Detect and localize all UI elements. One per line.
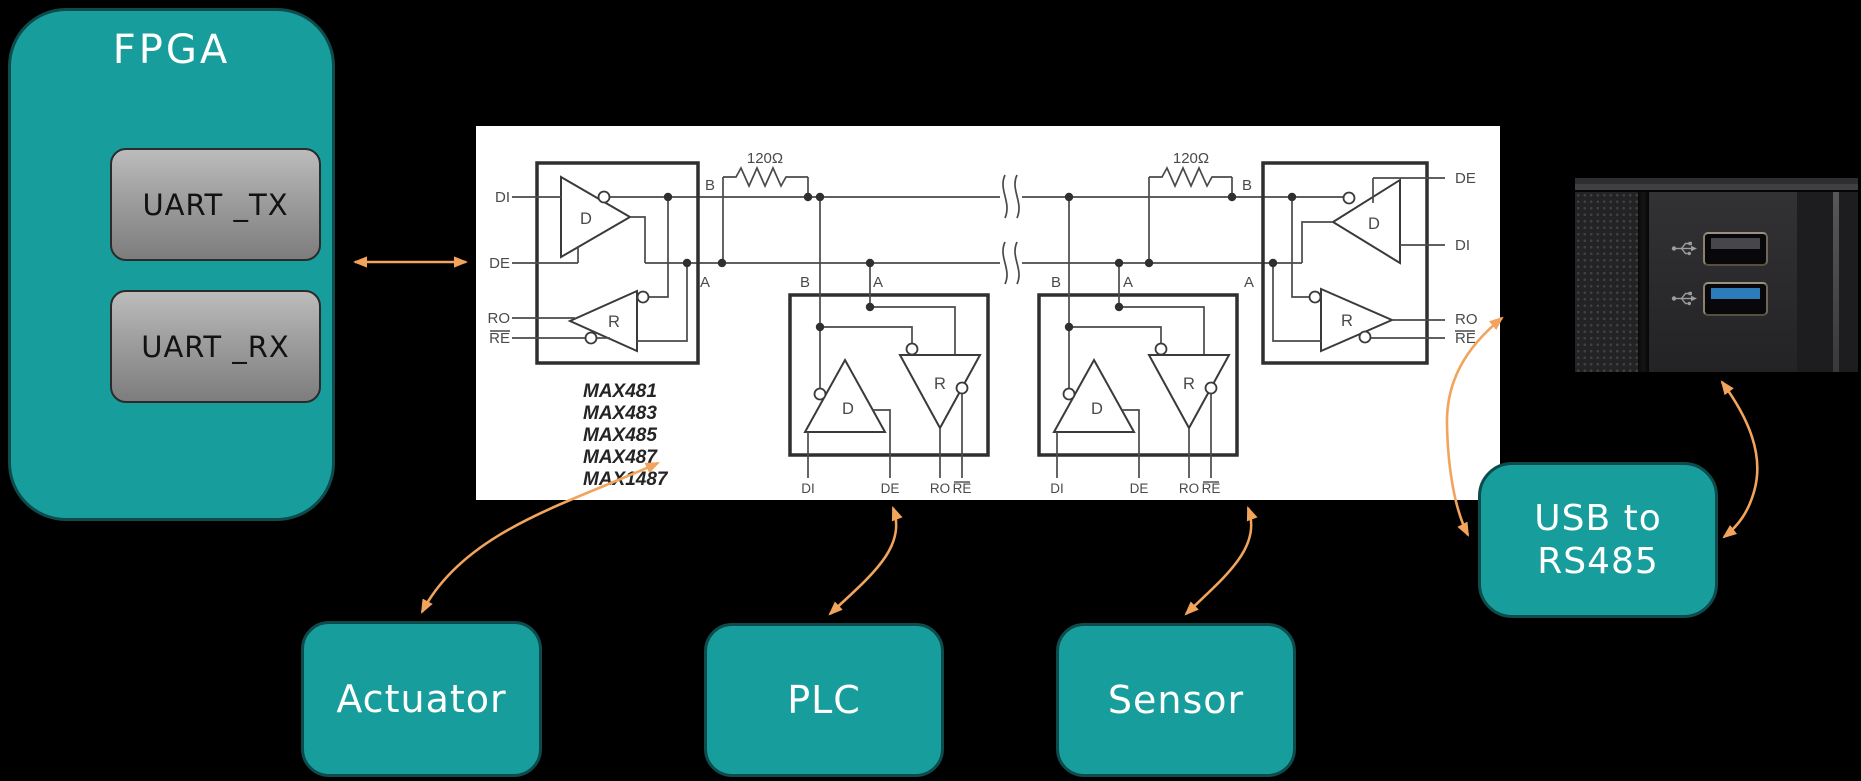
bus-a-label: A xyxy=(1244,274,1254,291)
transceiver-left: D R DI DE RO RE B A xyxy=(488,161,715,365)
actuator-label: Actuator xyxy=(336,677,507,721)
usb-rs485-label-line1: USB to xyxy=(1534,497,1662,539)
pin-di: DI xyxy=(495,189,510,206)
pin-di: DI xyxy=(1050,481,1064,496)
uart-tx-label: UART _TX xyxy=(142,187,289,222)
transceiver-mid-2: D R B A DI DE RO RE xyxy=(1037,197,1239,496)
pin-re: RE xyxy=(953,481,972,496)
plc-block: PLC xyxy=(704,623,944,777)
bus-a-label: A xyxy=(1123,274,1133,291)
receiver-label: R xyxy=(934,375,946,393)
uart-rx-block: UART _RX xyxy=(110,290,321,403)
sensor-label: Sensor xyxy=(1107,678,1245,722)
arrow-plc-bus xyxy=(828,505,903,616)
part-number: MAX481 xyxy=(583,381,657,402)
pin-ro: RO xyxy=(1179,481,1199,496)
driver-label: D xyxy=(1368,215,1380,233)
usb3-port xyxy=(1703,282,1768,316)
usb-rs485-label-line2: RS485 xyxy=(1537,541,1659,582)
usb2-port xyxy=(1703,232,1768,266)
pin-de: DE xyxy=(1455,170,1476,187)
usb-rs485-block: USB to RS485 xyxy=(1478,462,1718,618)
rs485-schematic: 120Ω 120Ω D R DI DE RO RE xyxy=(476,126,1500,500)
fpga-label: FPGA xyxy=(112,27,231,73)
bus-b-label: B xyxy=(800,274,810,291)
arrow-usb485-pc xyxy=(1720,380,1759,539)
receiver-label: R xyxy=(608,313,620,331)
usb3-tongue xyxy=(1711,288,1760,299)
pin-ro: RO xyxy=(1455,311,1478,328)
pin-ro: RO xyxy=(930,481,950,496)
panel-groove xyxy=(1638,192,1649,372)
usb2-tongue xyxy=(1711,238,1760,249)
uart-rx-label: UART _RX xyxy=(141,329,290,364)
actuator-block: Actuator xyxy=(301,621,542,777)
pin-re: RE xyxy=(1455,330,1476,347)
panel-seam xyxy=(1575,184,1858,190)
receiver-label: R xyxy=(1341,312,1353,330)
receiver-label: R xyxy=(1183,375,1195,393)
pin-de: DE xyxy=(489,255,510,272)
arrow-sensor-bus xyxy=(1184,505,1258,616)
driver-label: D xyxy=(1091,400,1103,418)
uart-tx-block: UART _TX xyxy=(110,148,321,261)
fpga-block: FPGA UART _TX UART _RX xyxy=(8,8,335,521)
driver-label: D xyxy=(842,400,854,418)
resistor-value-left: 120Ω xyxy=(747,150,783,167)
part-number-list: MAX481 MAX483 MAX485 MAX487 MAX1487 xyxy=(583,381,669,490)
pin-de: DE xyxy=(881,481,900,496)
bus-b-label: B xyxy=(705,177,715,194)
pin-ro: RO xyxy=(488,310,511,327)
sensor-block: Sensor xyxy=(1056,623,1296,777)
part-number: MAX487 xyxy=(583,447,658,468)
pin-de: DE xyxy=(1130,481,1149,496)
panel-highlight xyxy=(1833,192,1839,372)
bus-b-label: B xyxy=(1051,274,1061,291)
pin-re: RE xyxy=(1202,481,1221,496)
transceiver-right: D R DE DI RO RE B A xyxy=(1242,161,1478,365)
plc-label: PLC xyxy=(787,678,861,722)
part-number: MAX485 xyxy=(583,425,657,446)
termination-resistor-right: 120Ω xyxy=(1148,150,1233,263)
bus-a-label: A xyxy=(873,274,883,291)
junction-dots xyxy=(663,192,1297,332)
pin-di: DI xyxy=(1455,237,1470,254)
panel-seam xyxy=(1575,190,1858,192)
panel-seam xyxy=(1575,178,1858,184)
bus-b-label: B xyxy=(1242,177,1252,194)
resistor-value-right: 120Ω xyxy=(1173,150,1209,167)
driver-label: D xyxy=(580,210,592,228)
panel-edge xyxy=(1797,192,1858,372)
pin-di: DI xyxy=(801,481,815,496)
speaker-grille xyxy=(1575,192,1638,372)
usb-ports-photo xyxy=(1575,178,1858,372)
pin-re: RE xyxy=(489,330,510,347)
part-number: MAX1487 xyxy=(583,469,669,490)
transceiver-mid-1: D R B A DI DE RO RE xyxy=(788,197,990,496)
part-number: MAX483 xyxy=(583,403,657,424)
usb-trident-icon xyxy=(1671,291,1697,306)
usb-trident-icon xyxy=(1671,241,1697,256)
bus-a-label: A xyxy=(700,274,710,291)
